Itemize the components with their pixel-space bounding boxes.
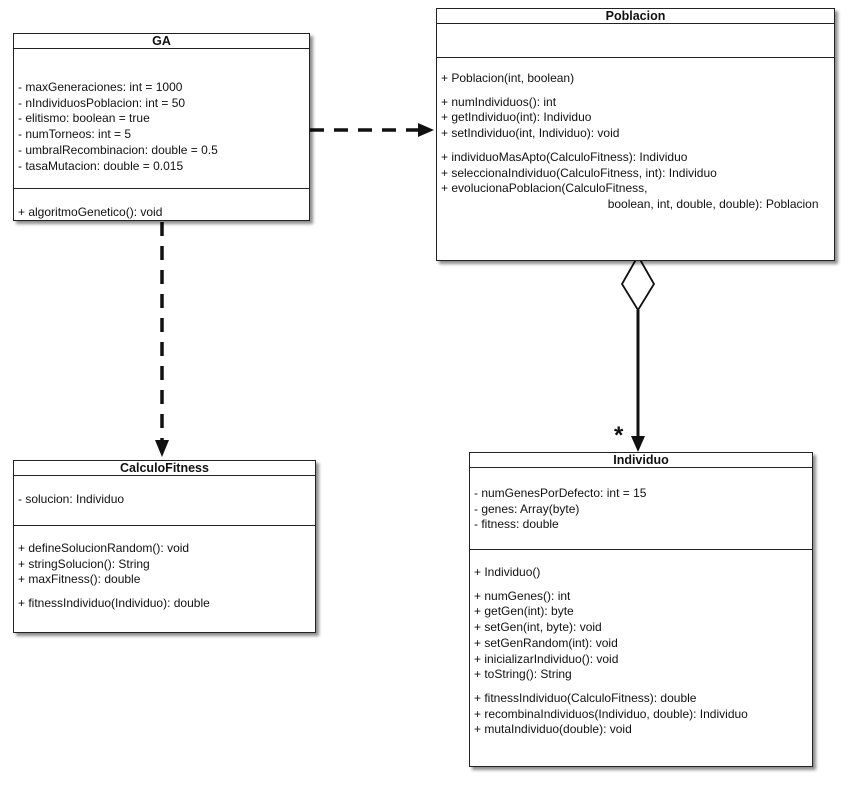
operation: + stringSolucion(): String xyxy=(18,556,150,571)
operation: + setIndividuo(int, Individuo): void xyxy=(441,126,620,141)
class-individuo[interactable]: Individuo - numGenesPorDefecto: int = 15… xyxy=(469,452,813,767)
attribute: - nIndividuosPoblacion: int = 50 xyxy=(18,95,186,110)
operation: boolean, int, double, double): Poblacion xyxy=(441,196,819,211)
attribute: - tasaMutacion: double = 0.015 xyxy=(18,158,184,173)
class-name: CalculoFitness xyxy=(14,461,315,476)
operation: + getGen(int): byte xyxy=(474,604,574,619)
operation: + seleccionaIndividuo(CalculoFitness, in… xyxy=(441,165,717,180)
operation: + inicializarIndividuo(): void xyxy=(474,651,619,666)
operation: + defineSolucionRandom(): void xyxy=(18,541,190,555)
attribute: - fitness: double xyxy=(474,517,559,532)
attribute: - solucion: Individuo xyxy=(18,492,125,506)
attribute: - elitismo: boolean = true xyxy=(18,111,150,126)
operation: + maxFitness(): double xyxy=(18,572,141,587)
attribute: - genes: Array(byte) xyxy=(474,501,580,516)
operation: + fitnessIndividuo(CalculoFitness): doub… xyxy=(474,690,697,705)
class-calculofitness[interactable]: CalculoFitness - solucion: Individuo + d… xyxy=(13,460,316,633)
operations-compartment: + algoritmoGenetico(): void xyxy=(14,189,309,221)
operation: + numGenes(): int xyxy=(474,588,571,603)
attributes-compartment: - numGenesPorDefecto: int = 15 - genes: … xyxy=(470,468,812,550)
operation: + getIndividuo(int): Individuo xyxy=(441,110,592,125)
operation: + toString(): String xyxy=(474,667,572,682)
operation: + Individuo() xyxy=(474,565,541,579)
attribute: - numGenesPorDefecto: int = 15 xyxy=(474,486,647,500)
aggregation-poblacion-individuo xyxy=(620,254,656,452)
operation: + setGenRandom(int): void xyxy=(474,635,618,650)
attribute: - maxGeneraciones: int = 1000 xyxy=(18,80,183,94)
operation: + Poblacion(int, boolean) xyxy=(441,71,575,85)
class-name: Individuo xyxy=(470,453,812,468)
class-name: GA xyxy=(14,34,309,49)
operation: + numIndividuos(): int xyxy=(441,94,557,109)
attributes-compartment: - maxGeneraciones: int = 1000 - nIndivid… xyxy=(14,49,309,189)
operation: + algoritmoGenetico(): void xyxy=(18,205,163,219)
class-poblacion[interactable]: Poblacion + Poblacion(int, boolean) + nu… xyxy=(436,8,835,261)
class-name: Poblacion xyxy=(437,9,834,24)
attribute: - umbralRecombinacion: double = 0.5 xyxy=(18,142,218,157)
operation: + fitnessIndividuo(Individuo): double xyxy=(18,596,210,611)
operation: + mutaIndividuo(double): void xyxy=(474,722,632,737)
operation: + individuoMasApto(CalculoFitness): Indi… xyxy=(441,149,688,164)
operations-compartment: + Poblacion(int, boolean) + numIndividuo… xyxy=(437,58,834,213)
operations-compartment: + Individuo() + numGenes(): int + getGen… xyxy=(470,550,812,738)
operation: + setGen(int, byte): void xyxy=(474,620,602,635)
operations-compartment: + defineSolucionRandom(): void + stringS… xyxy=(14,526,315,612)
operation: + evolucionaPoblacion(CalculoFitness, xyxy=(441,181,648,196)
dependency-ga-poblacion xyxy=(310,123,434,137)
attributes-compartment xyxy=(437,24,834,58)
operation: + recombinaIndividuos(Individuo, double)… xyxy=(474,706,748,721)
multiplicity-label: * xyxy=(614,422,624,449)
class-ga[interactable]: GA - maxGeneraciones: int = 1000 - nIndi… xyxy=(13,33,310,221)
attribute: - numTorneos: int = 5 xyxy=(18,127,132,142)
attributes-compartment: - solucion: Individuo xyxy=(14,476,315,526)
dependency-ga-calculofitness xyxy=(155,222,169,457)
